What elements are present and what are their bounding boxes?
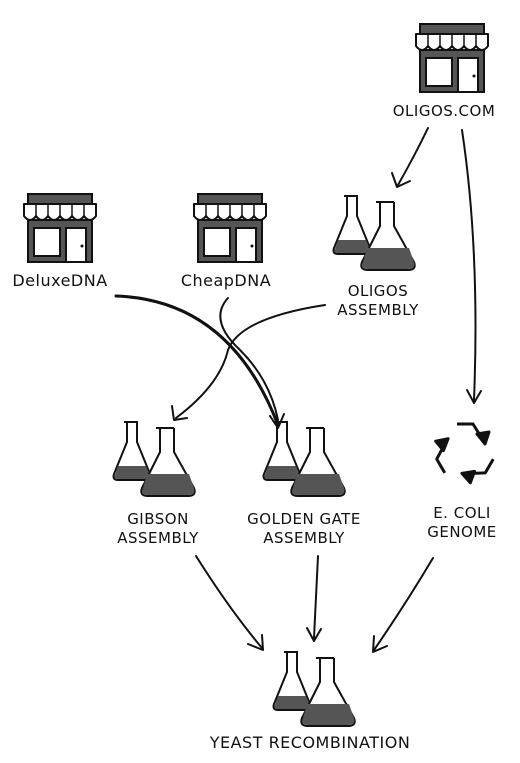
recycle-icon <box>434 422 495 485</box>
flasks-icon <box>262 421 346 497</box>
edge-golden-gate-to-yeast <box>306 555 322 642</box>
e-coli-genome-label-1: E. COLI <box>433 504 491 522</box>
gibson-assembly-label-1: GIBSON <box>127 510 189 528</box>
edge-deluxedna-to-golden-gate <box>114 294 285 429</box>
gibson-assembly-node: GIBSON ASSEMBLY <box>112 421 199 547</box>
cheap-dna-node: CheapDNA <box>181 193 271 290</box>
e-coli-genome-label-2: GENOME <box>427 523 497 541</box>
oligos-assembly-node: OLIGOS ASSEMBLY <box>332 195 419 319</box>
oligos-com-node: OLIGOS.COM <box>393 23 496 120</box>
store-icon <box>193 193 267 263</box>
oligos-assembly-label-1: OLIGOS <box>348 282 409 300</box>
edge-oligoscom-to-oligos-assembly <box>391 127 429 188</box>
gibson-assembly-label-2: ASSEMBLY <box>117 529 199 547</box>
edge-oligos-assembly-to-gibson <box>171 304 326 421</box>
golden-gate-assembly-label-2: ASSEMBLY <box>263 529 345 547</box>
deluxe-dna-node: DeluxeDNA <box>12 193 107 290</box>
golden-gate-assembly-label-1: GOLDEN GATE <box>247 510 361 528</box>
store-icon <box>23 193 97 263</box>
yeast-recombination-node: YEAST RECOMBINATION <box>209 651 411 752</box>
flasks-icon <box>332 195 416 271</box>
flasks-icon <box>112 421 196 497</box>
oligos-com-label: OLIGOS.COM <box>393 102 496 120</box>
edge-gibson-to-yeast <box>195 555 264 651</box>
edges <box>114 127 482 653</box>
deluxe-dna-label: DeluxeDNA <box>12 271 107 290</box>
cheap-dna-label: CheapDNA <box>181 271 271 290</box>
edge-oligoscom-to-ecoli <box>461 129 482 404</box>
yeast-recombination-label: YEAST RECOMBINATION <box>209 733 411 752</box>
golden-gate-assembly-node: GOLDEN GATE ASSEMBLY <box>247 421 361 547</box>
edge-ecoli-to-yeast <box>372 557 434 653</box>
flasks-icon <box>272 651 356 727</box>
edge-cheapdna-to-golden-gate <box>219 297 279 421</box>
e-coli-genome-node: E. COLI GENOME <box>427 422 497 541</box>
store-icon <box>415 23 489 93</box>
oligos-assembly-label-2: ASSEMBLY <box>337 301 419 319</box>
